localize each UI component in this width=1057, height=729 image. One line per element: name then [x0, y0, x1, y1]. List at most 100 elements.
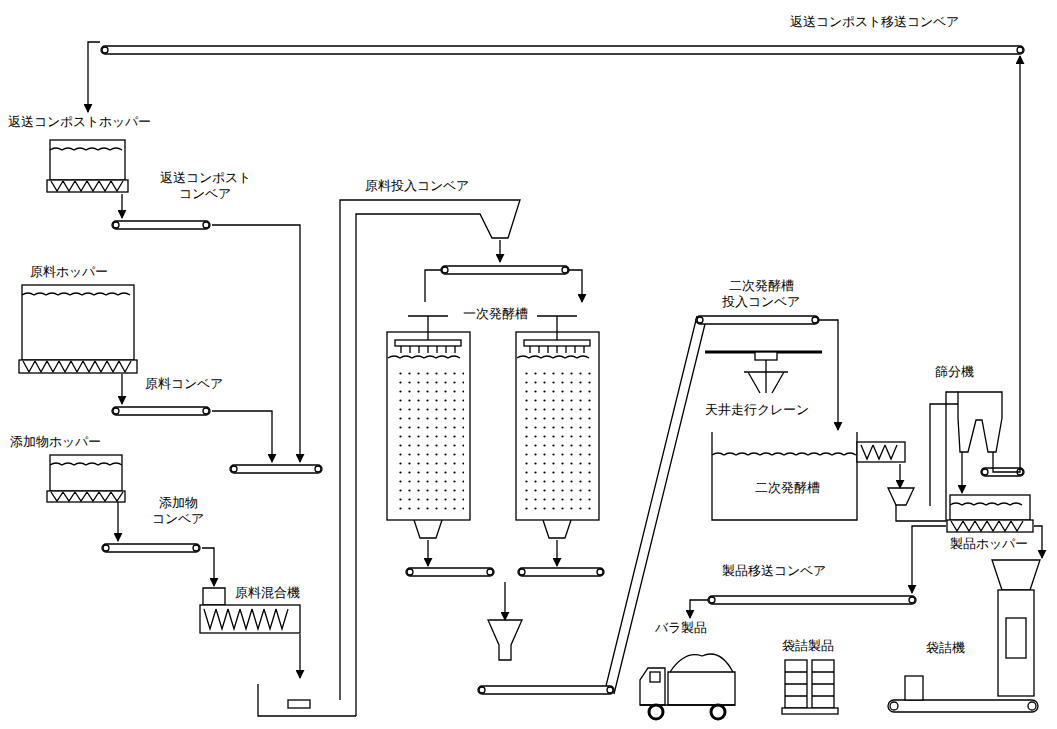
equipment-label: 添加物 コンベア	[148, 495, 208, 526]
conveyor-roller	[193, 545, 199, 551]
conveyor-roller	[231, 466, 237, 472]
elevator-node: 原料投入コンベア	[255, 198, 515, 716]
belt-roller	[1028, 702, 1036, 710]
bucket-elevator	[340, 200, 520, 716]
conveyor-belt	[696, 316, 819, 324]
flow-arrow	[121, 374, 122, 404]
flow-arrow	[202, 548, 214, 586]
conveyor-node: 原料コンベア	[112, 404, 212, 418]
flow-arrow	[499, 240, 500, 262]
conveyor-roller	[709, 597, 715, 603]
truck-cab	[640, 668, 665, 705]
material-surface	[950, 503, 1022, 505]
screw-feeder	[947, 520, 1033, 532]
sieve-node: 篩分機	[885, 385, 1003, 523]
hopper-node: 返送コンポストホッパー	[5, 112, 155, 194]
equipment-label: 天井走行クレーン	[705, 402, 809, 418]
truck-wheel	[711, 705, 725, 719]
screw-flight	[951, 521, 1023, 531]
elevator-boot-inlet	[288, 700, 310, 708]
conveyor-belt	[230, 465, 322, 473]
belt-roller	[890, 702, 898, 710]
screw-feeder	[47, 491, 125, 502]
conveyor-roller	[562, 267, 568, 273]
fermenter-node: 一次発酵槽	[385, 262, 603, 582]
repeated-parts	[19, 46, 1033, 696]
product-node: 袋詰製品	[780, 636, 844, 720]
conveyor-belt	[112, 221, 210, 229]
hopper-bin	[22, 285, 134, 360]
equipment-label: 一次発酵槽	[462, 306, 529, 322]
conveyor-belt	[518, 568, 604, 576]
hopper-node: 添加物ホッパー	[8, 432, 128, 502]
flow-arrow	[87, 56, 88, 112]
elevator-boot	[258, 684, 356, 716]
tank-aeration-dots	[522, 372, 593, 512]
equipment-label: 返送コンポスト移送コンベア	[790, 14, 959, 30]
flow-arrow	[117, 502, 118, 541]
flow-arrow	[504, 582, 505, 620]
agitator-bar	[524, 340, 590, 346]
bagger-node: 袋詰機	[886, 558, 1042, 720]
screw-flight	[204, 609, 288, 629]
conveyor-roller	[697, 317, 703, 323]
conveyor-node: 添加物 コンベア	[102, 541, 202, 555]
conveyor-roller	[607, 687, 613, 693]
conveyor-roller	[203, 222, 209, 228]
conveyor-roller	[113, 408, 119, 414]
bagging-machine-window	[1006, 618, 1026, 658]
material-surface	[22, 293, 130, 295]
agitator-bar	[395, 340, 461, 346]
hopper-bin	[50, 455, 122, 491]
conveyor-belt	[406, 568, 494, 576]
conveyor-node: 製品移送コンベア	[708, 593, 920, 607]
equipment-label: 原料コンベア	[145, 376, 223, 392]
equipment-label: 製品ホッパー	[950, 536, 1028, 552]
equipment-label: 原料ホッパー	[30, 264, 108, 280]
conveyor-belt	[441, 266, 569, 274]
truck-window	[650, 672, 660, 682]
hopper-bin	[950, 495, 1030, 520]
equipment-label: 製品移送コンベア	[722, 563, 826, 579]
secondary-tank	[712, 432, 857, 520]
flow-arrow	[912, 526, 946, 593]
belt-conveyor	[888, 700, 1038, 712]
material-surface	[388, 356, 460, 358]
hopper-node: 製品ホッパー	[946, 493, 1034, 533]
crane-grab	[744, 360, 788, 393]
primary-tank	[516, 332, 599, 520]
tank-outlet	[414, 520, 571, 538]
bag-stack	[812, 660, 834, 708]
flow-arrow	[1034, 526, 1042, 558]
conveyor-roller	[487, 569, 493, 575]
material-surface	[50, 463, 122, 465]
chute-line	[88, 42, 100, 56]
flow-arrow	[212, 225, 300, 462]
conveyor-roller	[909, 597, 915, 603]
inclined-conveyor	[606, 316, 705, 694]
agitator-tine	[401, 346, 455, 353]
equipment-label: 添加物ホッパー	[10, 434, 101, 450]
sieve-feed-hopper	[888, 488, 914, 505]
equipment-label: 二次発酵槽 投入コンベア	[715, 278, 807, 309]
conveyor-node: 二次発酵槽 投入コンベア	[478, 312, 820, 698]
equipment-label: 返送コンポスト コンベア	[150, 170, 260, 201]
screw-flight	[51, 492, 123, 501]
conveyor-roller	[203, 408, 209, 414]
pallet	[782, 708, 838, 714]
agitator-tine	[530, 346, 584, 353]
material-surface	[712, 453, 856, 455]
flow-arrow	[961, 452, 962, 493]
truck-wheel	[649, 705, 663, 719]
conveyor-belt	[101, 46, 1024, 54]
feed-funnel	[488, 620, 522, 660]
conveyor-roller	[442, 267, 448, 273]
flow-arrow	[690, 600, 708, 618]
tank-node: 二次発酵槽	[710, 430, 910, 522]
conveyor-belt	[708, 596, 916, 604]
conveyor-node: 返送コンポスト コンベア	[112, 218, 212, 232]
equipment-label: 袋詰機	[926, 640, 965, 656]
